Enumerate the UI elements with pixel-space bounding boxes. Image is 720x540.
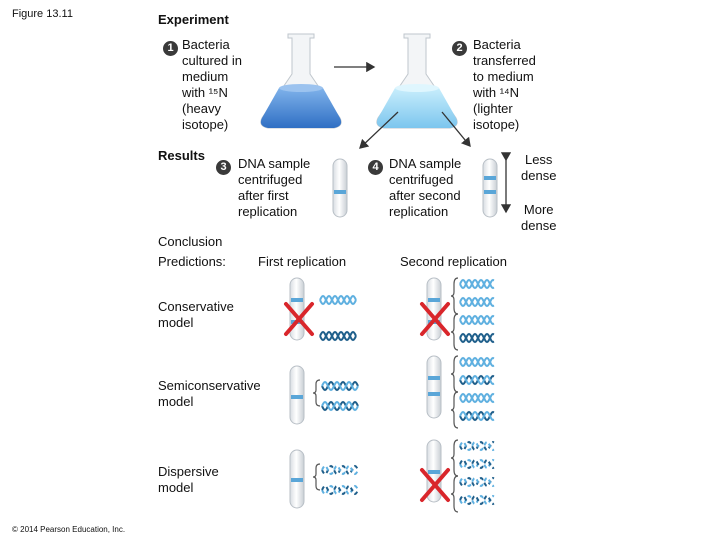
conclusion-label: Conclusion bbox=[158, 234, 223, 249]
conservative-model-label: Conservative model bbox=[158, 299, 234, 330]
step-3-text: DNA sample centrifuged after first repli… bbox=[238, 156, 311, 219]
results-label: Results bbox=[158, 148, 205, 163]
dispersive-first-tube bbox=[289, 449, 305, 509]
semiconservative-model-label: Semiconservative model bbox=[158, 378, 261, 409]
brace-dispersive-second-bottom bbox=[450, 475, 459, 513]
dna-helix-conservative-second-2 bbox=[459, 296, 495, 308]
brace-semiconservative-first bbox=[312, 379, 321, 407]
step-4-text: DNA sample centrifuged after second repl… bbox=[389, 156, 462, 219]
figure-label: Figure 13.11 bbox=[12, 8, 73, 20]
step-4-number: 4 bbox=[368, 157, 383, 175]
experiment-title: Experiment bbox=[158, 12, 229, 27]
dna-helix-dispersive-first-1 bbox=[321, 464, 359, 476]
dna-helix-semiconservative-second-2 bbox=[459, 374, 495, 386]
brace-semiconservative-second-top bbox=[450, 355, 459, 393]
step-2-number: 2 bbox=[452, 38, 467, 56]
dispersive-model-label: Dispersive model bbox=[158, 464, 219, 495]
step-1-text: Bacteria cultured in medium with ¹⁵N (he… bbox=[182, 37, 242, 132]
arrow-to-first-replication bbox=[359, 111, 399, 149]
brace-conservative-second-top bbox=[450, 277, 459, 315]
step-1-number: 1 bbox=[163, 38, 178, 56]
brace-dispersive-first bbox=[312, 463, 321, 491]
semiconservative-second-tube bbox=[426, 355, 442, 419]
more-dense-label: More dense bbox=[521, 202, 557, 233]
first-replication-header: First replication bbox=[258, 254, 347, 269]
predictions-label: Predictions: bbox=[158, 254, 226, 269]
dna-helix-conservative-second-4 bbox=[459, 332, 495, 344]
semiconservative-first-tube bbox=[289, 365, 305, 425]
cross-icon-dispersive-second bbox=[420, 468, 450, 502]
conservative-second-tube bbox=[426, 277, 442, 341]
dna-helices bbox=[319, 278, 495, 506]
copyright: © 2014 Pearson Education, Inc. bbox=[12, 525, 126, 534]
dna-helix-dispersive-second-1 bbox=[459, 440, 495, 452]
cross-marks bbox=[284, 302, 450, 502]
process-arrows bbox=[334, 61, 471, 149]
step-2-text: Bacteria transferred to medium with ¹⁴N … bbox=[473, 37, 536, 132]
brace-semiconservative-second-bottom bbox=[450, 391, 459, 429]
dna-helix-semiconservative-first-2 bbox=[321, 400, 359, 412]
dna-helix-semiconservative-second-3 bbox=[459, 392, 495, 404]
less-dense-label: Less dense bbox=[521, 152, 557, 183]
dna-helix-dispersive-second-2 bbox=[459, 458, 495, 470]
dna-helix-conservative-second-3 bbox=[459, 314, 495, 326]
dna-helix-semiconservative-second-1 bbox=[459, 356, 495, 368]
brace-conservative-second-bottom bbox=[450, 313, 459, 351]
dna-helix-conservative-first-bottom bbox=[319, 330, 357, 342]
second-replication-header: Second replication bbox=[400, 254, 507, 269]
dna-helix-dispersive-second-3 bbox=[459, 476, 495, 488]
model-braces bbox=[312, 277, 459, 513]
arrow-to-second-replication bbox=[441, 111, 471, 148]
brace-dispersive-second-top bbox=[450, 439, 459, 477]
dna-helix-dispersive-second-4 bbox=[459, 494, 495, 506]
dna-helix-conservative-second-1 bbox=[459, 278, 495, 290]
heavy-medium-flask bbox=[260, 33, 342, 129]
dna-helix-conservative-first-top bbox=[319, 294, 357, 306]
cross-icon-conservative-second bbox=[420, 302, 450, 336]
cross-icon-conservative-first bbox=[284, 302, 314, 336]
light-medium-flask bbox=[376, 33, 458, 129]
result-tube-first-replication bbox=[332, 158, 348, 218]
dna-helix-semiconservative-first-1 bbox=[321, 380, 359, 392]
step-3-number: 3 bbox=[216, 157, 231, 175]
dna-helix-semiconservative-second-4 bbox=[459, 410, 495, 422]
result-tube-second-replication bbox=[482, 158, 498, 218]
dna-helix-dispersive-first-2 bbox=[321, 484, 359, 496]
